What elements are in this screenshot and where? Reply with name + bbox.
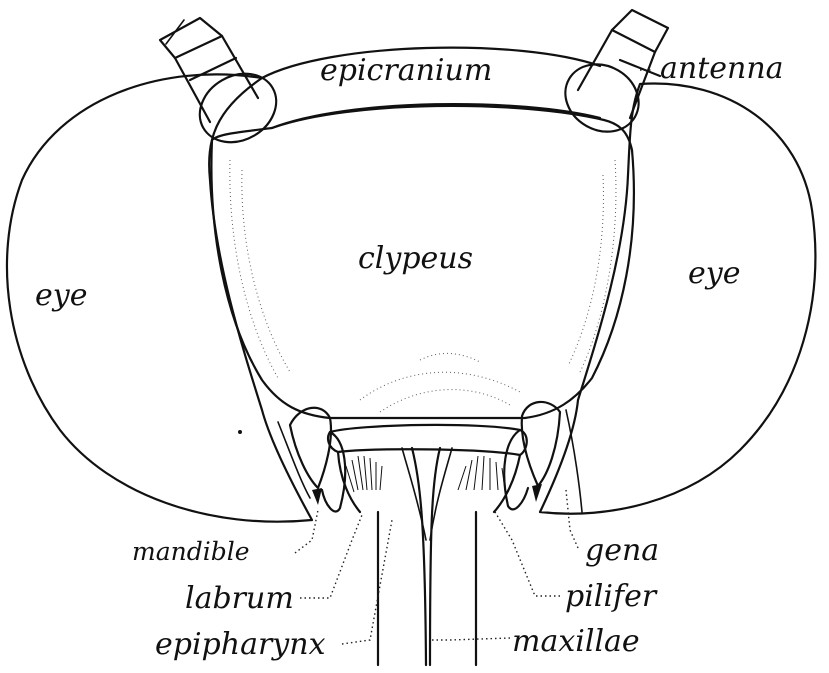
label-eye-right: eye xyxy=(688,256,740,291)
label-pilifer: pilifer xyxy=(565,579,658,614)
right-pilifer-tuft xyxy=(458,456,505,490)
label-clypeus: clypeus xyxy=(358,241,473,276)
label-epicranium: epicranium xyxy=(320,53,492,88)
maxillae-stem-left xyxy=(412,448,426,665)
epipharynx-leader xyxy=(342,520,392,644)
label-gena: gena xyxy=(585,533,659,568)
maxillae-stem-right xyxy=(430,448,440,665)
left-pilifer-tuft xyxy=(346,456,382,492)
mandible-leader xyxy=(295,510,318,553)
right-eye-outline xyxy=(540,84,815,514)
label-epipharynx: epipharynx xyxy=(155,627,326,662)
right-antenna xyxy=(553,10,668,145)
label-eye-left: eye xyxy=(35,278,87,313)
labrum-body xyxy=(338,452,520,512)
labrum-outline xyxy=(328,425,527,455)
label-maxillae: maxillae xyxy=(512,624,640,659)
label-antenna: antenna xyxy=(660,51,784,86)
gena-leader xyxy=(566,490,578,548)
maxillae-leader xyxy=(432,638,510,640)
pilifer-leader xyxy=(495,512,560,596)
label-labrum: labrum xyxy=(185,581,294,616)
labrum-leader xyxy=(300,515,362,598)
label-mandible: mandible xyxy=(132,537,250,566)
